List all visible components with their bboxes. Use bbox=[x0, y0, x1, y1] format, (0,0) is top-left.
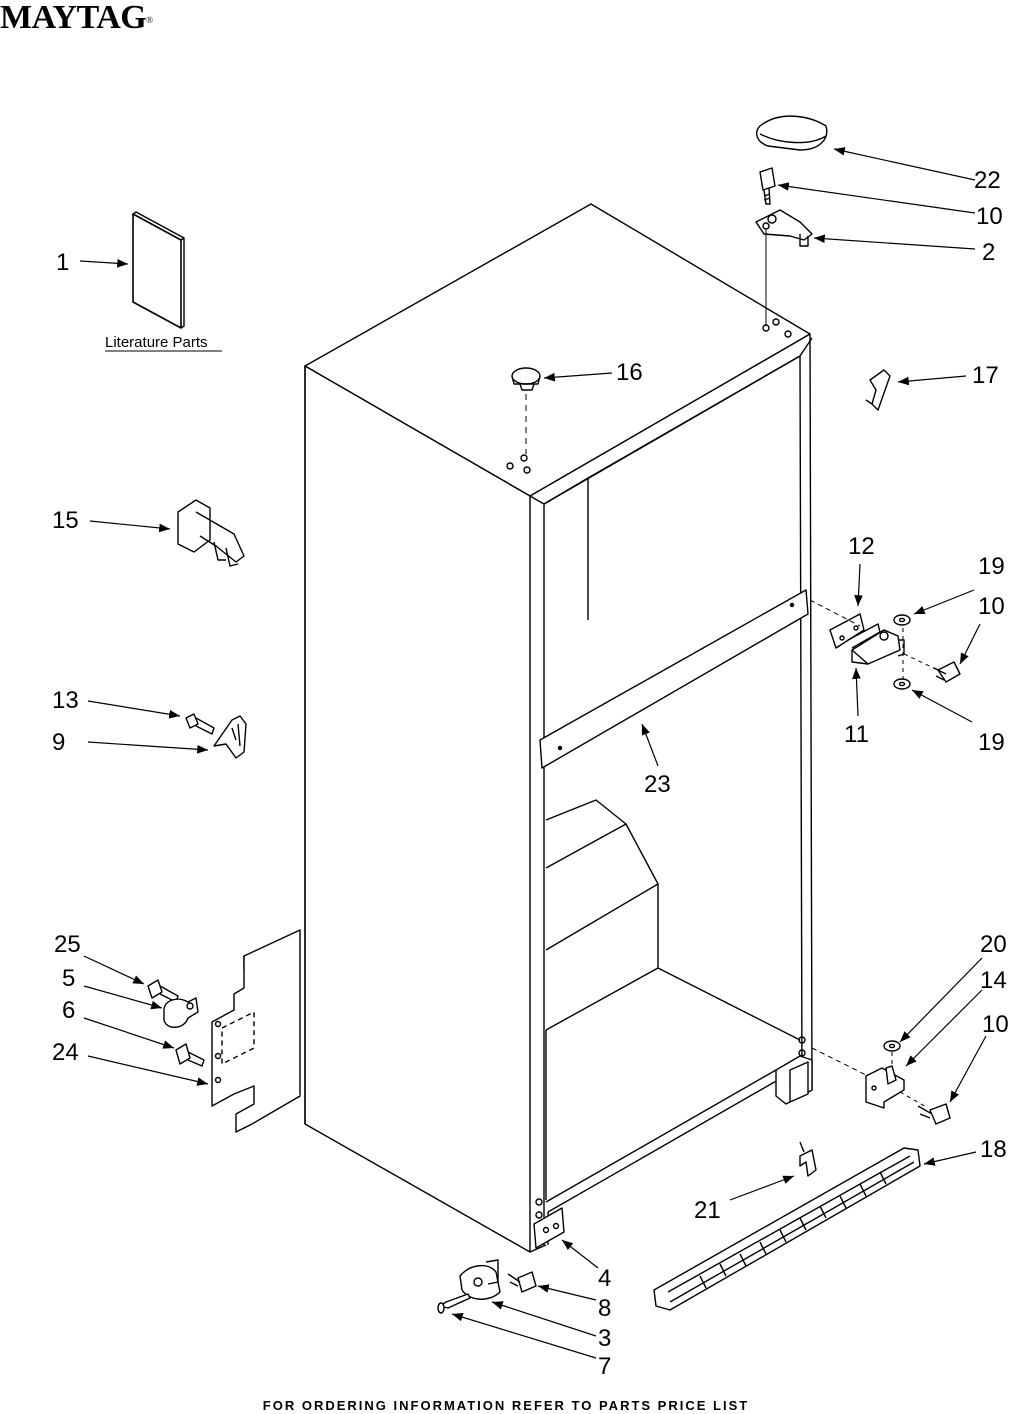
dashed-guide-line bbox=[809, 599, 861, 627]
center-hinge-part-12 bbox=[829, 613, 881, 649]
literature-parts-label: Literature Parts bbox=[105, 334, 208, 351]
clamp-part-5 bbox=[163, 997, 199, 1028]
door-stop-part-15 bbox=[177, 499, 245, 567]
registered-mark: ® bbox=[146, 15, 153, 25]
bracket-part-4 bbox=[533, 1207, 565, 1249]
callout-16: 16 bbox=[616, 359, 643, 386]
literature-parts-booklet bbox=[132, 211, 185, 329]
leader-lines bbox=[79, 147, 987, 1359]
brand-logo: MAYTAG® bbox=[0, 0, 153, 36]
hinge-cover-part-17 bbox=[865, 369, 891, 411]
washer-part-20 bbox=[883, 1040, 901, 1052]
callout-23: 23 bbox=[644, 771, 671, 798]
callout-6: 6 bbox=[62, 997, 75, 1024]
pin-part-7 bbox=[437, 1293, 471, 1314]
screw-part-8 bbox=[507, 1271, 537, 1293]
dashed-guide-line bbox=[903, 653, 939, 671]
rear-bracket-part-24 bbox=[211, 956, 301, 1133]
callout-21: 21 bbox=[694, 1197, 721, 1224]
screw-part-10-bottom bbox=[917, 1103, 951, 1125]
ordering-information-footer: FOR ORDERING INFORMATION REFER TO PARTS … bbox=[262, 1398, 750, 1413]
dashed-guide-line bbox=[899, 1091, 929, 1109]
callout-7: 7 bbox=[598, 1353, 611, 1380]
callout-8: 8 bbox=[598, 1295, 611, 1322]
center-hinge-part-11 bbox=[851, 629, 905, 665]
dashed-guide-line bbox=[811, 1047, 869, 1077]
callout-10-top: 10 bbox=[976, 203, 1003, 230]
callout-9: 9 bbox=[52, 729, 65, 756]
callout-11: 11 bbox=[844, 721, 869, 748]
callout-10-middle: 10 bbox=[978, 593, 1005, 620]
screw-part-25 bbox=[147, 979, 179, 1003]
screw-part-10-top bbox=[759, 167, 776, 205]
callout-3: 3 bbox=[598, 1325, 611, 1352]
callout-13: 13 bbox=[52, 687, 79, 714]
callout-14: 14 bbox=[980, 967, 1007, 994]
callout-15: 15 bbox=[52, 507, 79, 534]
hinge-cover-part-22 bbox=[756, 115, 828, 151]
screw-part-10-middle bbox=[933, 661, 961, 683]
clip-part-21 bbox=[799, 1141, 817, 1177]
callout-17: 17 bbox=[972, 362, 999, 389]
washer-part-19-top bbox=[893, 614, 911, 626]
roller-part-3 bbox=[459, 1259, 501, 1300]
top-hinge-part-2 bbox=[755, 209, 813, 326]
callout-10-bottom: 10 bbox=[982, 1011, 1009, 1038]
washer-part-19-bottom bbox=[893, 678, 911, 690]
bracket-part-9 bbox=[213, 715, 247, 759]
screw-part-13 bbox=[185, 713, 215, 735]
callout-5: 5 bbox=[62, 965, 75, 992]
refrigerator-cabinet bbox=[243, 203, 813, 1253]
brand-name: MAYTAG bbox=[0, 0, 147, 36]
callout-25: 25 bbox=[54, 931, 81, 958]
screw-part-6 bbox=[175, 1043, 205, 1067]
callout-2: 2 bbox=[982, 239, 995, 266]
callout-22: 22 bbox=[974, 167, 1001, 194]
callout-19-top: 19 bbox=[978, 553, 1005, 580]
callout-18: 18 bbox=[980, 1136, 1007, 1163]
bottom-hinge-part-14 bbox=[865, 1065, 905, 1109]
callout-24: 24 bbox=[52, 1039, 79, 1066]
callout-4: 4 bbox=[598, 1265, 611, 1292]
callout-19-bottom: 19 bbox=[978, 729, 1005, 756]
callout-1: 1 bbox=[56, 249, 69, 276]
callout-20: 20 bbox=[980, 931, 1007, 958]
toe-grille-part-18 bbox=[653, 1147, 921, 1311]
plug-button-part-16 bbox=[511, 367, 541, 454]
callout-12: 12 bbox=[848, 533, 875, 560]
